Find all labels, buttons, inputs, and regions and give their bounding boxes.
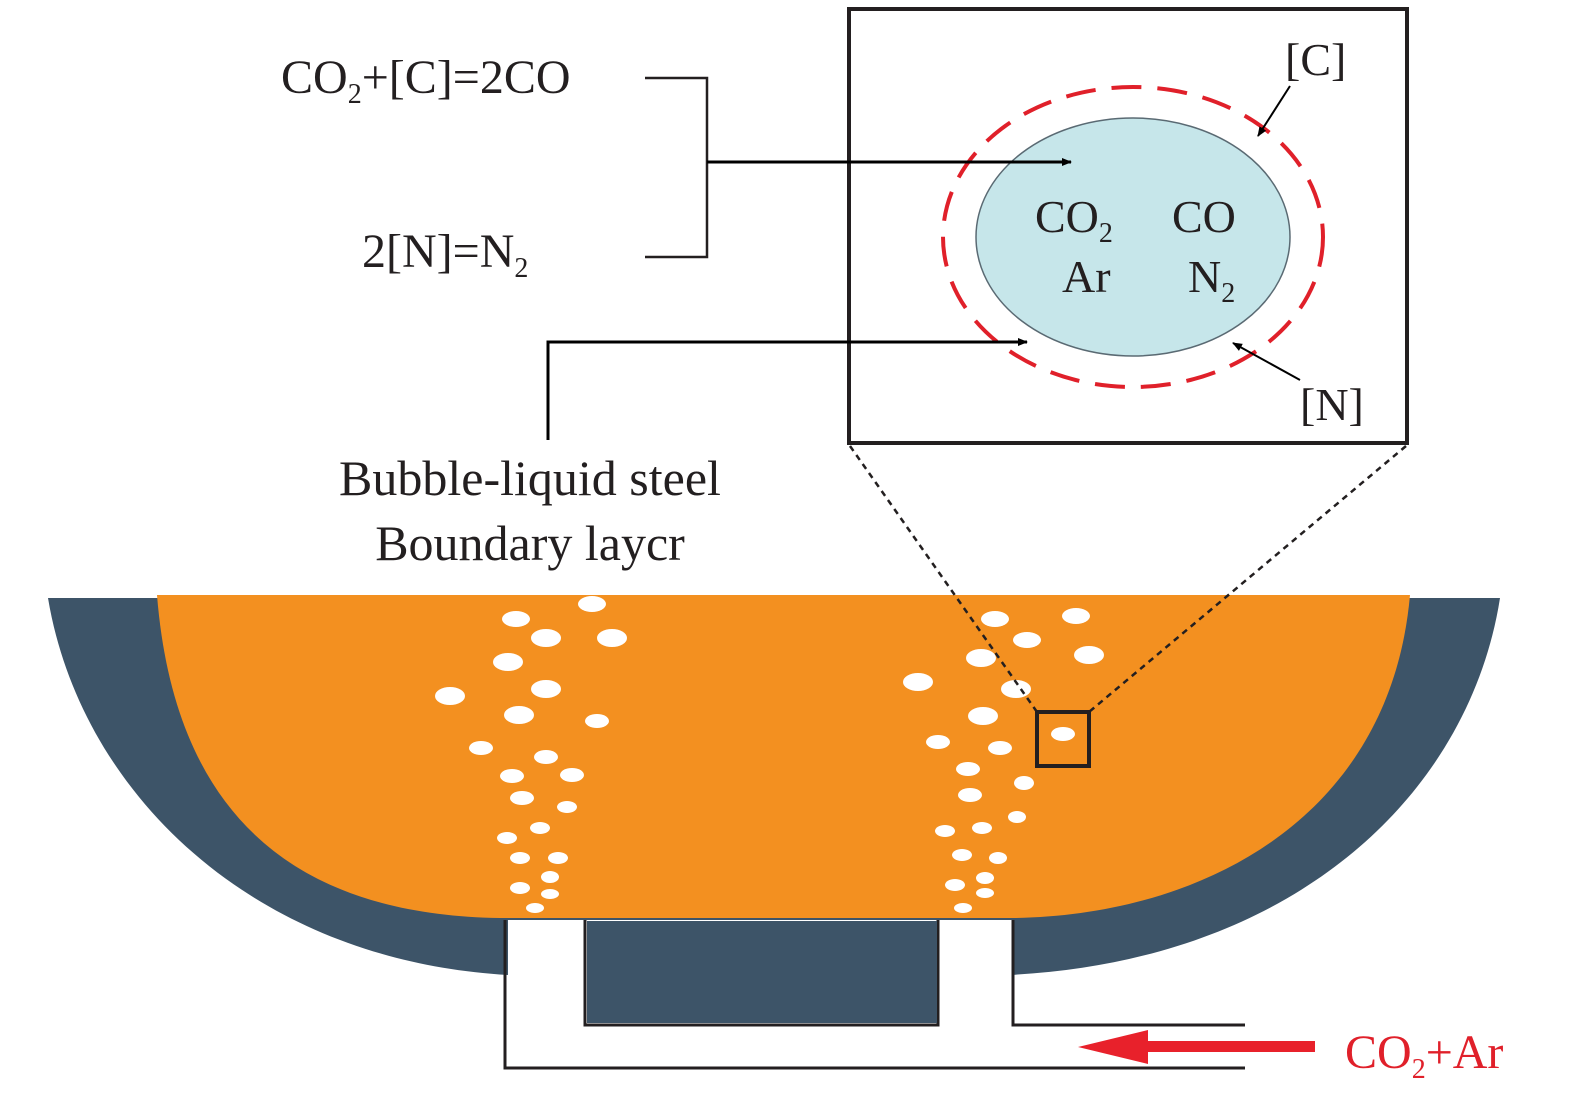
gas-bubble (560, 768, 584, 782)
bubbles-right-column (903, 608, 1104, 913)
gas-bubble (510, 882, 530, 894)
gas-bubble-enlarged (975, 117, 1291, 357)
gas-bubble (981, 611, 1009, 627)
gas-bubble (531, 680, 561, 698)
gas-label-n2: N2 (1188, 251, 1235, 309)
gas-bubble (541, 871, 559, 883)
gas-bubble (988, 741, 1012, 755)
boundary-layer-label-line1: Bubble-liquid steel (339, 450, 721, 506)
gas-bubble (989, 852, 1007, 864)
gas-bubble (500, 769, 524, 783)
gas-bubble (966, 649, 996, 667)
selected-bubble-box (1035, 710, 1091, 768)
reaction-bracket (645, 76, 709, 259)
bubbles-left-column (435, 596, 627, 913)
gas-bubble (530, 822, 550, 834)
reaction-nitrogen: 2[N]=N2 (362, 225, 528, 284)
molten-steel (157, 595, 1410, 918)
gas-bubble (1008, 811, 1026, 823)
gas-bubble (1051, 727, 1075, 741)
inlet-gas-label: CO2+Ar (1345, 1026, 1503, 1085)
gas-bubble (557, 801, 577, 813)
gas-bubble (526, 903, 544, 913)
gas-bubble (493, 653, 523, 671)
pipe-outline-outer (503, 920, 1245, 1070)
reaction-co2-carbon: CO2+[C]=2CO (281, 51, 571, 110)
zoom-line-right (1088, 445, 1407, 713)
gas-inlet-callout: CO2+Ar (1078, 1026, 1503, 1085)
nitrogen-label: [N] (1300, 379, 1364, 430)
boundary-layer-callout: Bubble-liquid steel Boundary laycr (339, 338, 1028, 571)
gas-bubble (510, 791, 534, 805)
gas-bubble (954, 903, 972, 913)
pipe-outline-inner-left (583, 920, 940, 1027)
boundary-layer-leader (546, 338, 1028, 440)
gas-bubble (926, 735, 950, 749)
gas-bubble (945, 879, 965, 891)
inset-frame (847, 7, 1409, 445)
carbon-label: [C] (1285, 34, 1346, 85)
gas-bubble (502, 611, 530, 627)
gas-bubble (976, 888, 994, 898)
gas-label-co: CO (1172, 191, 1236, 242)
gas-bubble (597, 629, 627, 647)
gas-bubble (958, 788, 982, 802)
boundary-layer-ring (941, 85, 1325, 389)
nitrogen-pointer (1232, 342, 1301, 381)
boundary-layer-label-line2: Boundary laycr (375, 515, 685, 571)
reaction-equations: CO2+[C]=2CO 2[N]=N2 (281, 51, 1072, 284)
gas-bubble (510, 852, 530, 864)
gas-bubble (1062, 608, 1090, 624)
inlet-arrow-head (1078, 1030, 1148, 1064)
gas-bubble (531, 629, 561, 647)
carbon-pointer (1257, 85, 1291, 137)
gas-bubble (976, 872, 994, 884)
gas-bubble (952, 849, 972, 861)
gas-bubble (504, 706, 534, 724)
pipe-outline-inner-right (1011, 920, 1245, 1027)
gas-bubble (935, 825, 955, 837)
gas-bubble (1013, 632, 1041, 648)
gas-bubble (1014, 776, 1034, 790)
gas-bubble (548, 852, 568, 864)
gas-bubble (968, 707, 998, 725)
gas-bubble (972, 822, 992, 834)
plug-block (587, 921, 937, 1023)
inlet-arrow-shaft (1140, 1041, 1315, 1052)
gas-label-ar: Ar (1062, 251, 1111, 302)
gas-bubble (469, 741, 493, 755)
gas-bubble (541, 889, 559, 899)
gas-bubble (903, 673, 933, 691)
gas-bubble (578, 596, 606, 612)
zoom-inset: CO2 CO Ar N2 [C] [N] (847, 7, 1409, 445)
gas-bubble (497, 832, 517, 844)
gas-bubble (435, 687, 465, 705)
gas-bubble (534, 750, 558, 764)
gas-bubble (1074, 646, 1104, 664)
gas-bubble (585, 714, 609, 728)
ladle (48, 595, 1500, 1070)
gas-inlet-channel (508, 920, 1245, 1068)
gas-bubble (956, 762, 980, 776)
gas-label-co2: CO2 (1035, 191, 1113, 249)
